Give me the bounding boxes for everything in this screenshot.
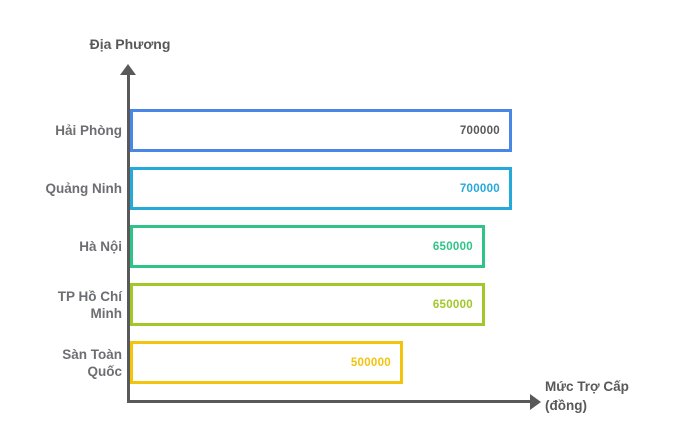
category-label: Hải Phòng [55, 123, 122, 138]
y-axis-arrow-up-icon [120, 64, 136, 75]
category-label: Quảng Ninh [45, 181, 123, 196]
bar-value: 650000 [432, 298, 473, 311]
category-label: Sàn Toàn Quốc [62, 346, 122, 379]
category-label: TP Hồ Chí Minh [57, 288, 122, 321]
bar-row-ha-noi: Hà Nội 650000 [30, 225, 485, 268]
bar-value: 700000 [459, 182, 500, 195]
bar-row-hai-phong: Hải Phòng 700000 [30, 109, 512, 152]
x-axis-title-line1: Mức Trợ Cấp [545, 379, 629, 394]
category-label: Hà Nội [79, 239, 122, 254]
bar: 700000 [130, 167, 512, 210]
x-axis-title-line2: (đồng) [545, 398, 587, 413]
bar-row-tp-ho-chi-minh: TP Hồ Chí Minh 650000 [30, 283, 485, 326]
bar-value: 500000 [350, 356, 391, 369]
bar: 650000 [130, 225, 485, 268]
x-axis-line [127, 400, 531, 403]
bar-value: 700000 [459, 124, 500, 137]
x-axis-arrow-right-icon [530, 394, 541, 410]
bar-row-san-toan-quoc: Sàn Toàn Quốc 500000 [30, 341, 403, 384]
x-axis-title: Mức Trợ Cấp (đồng) [545, 377, 675, 415]
bar: 500000 [130, 341, 403, 384]
bar: 700000 [130, 109, 512, 152]
bar: 650000 [130, 283, 485, 326]
y-axis-title: Địa Phương [89, 36, 171, 52]
y-axis-line [127, 74, 130, 403]
bar-value: 650000 [432, 240, 473, 253]
bar-row-quang-ninh: Quảng Ninh 700000 [30, 167, 512, 210]
